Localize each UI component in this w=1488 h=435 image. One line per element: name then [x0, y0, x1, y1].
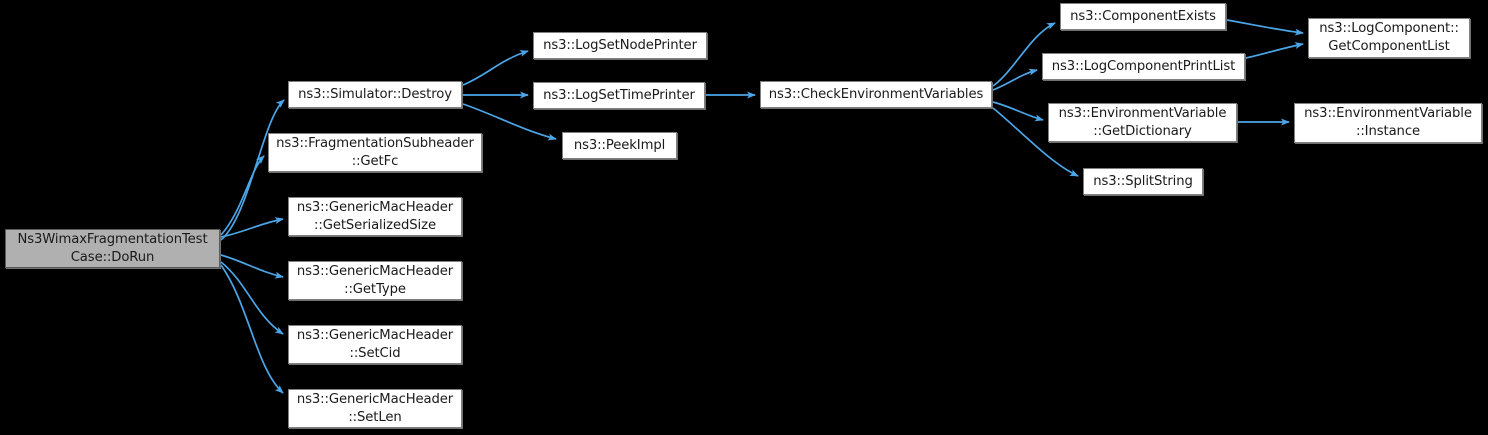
graph-edge-checkenv-to-printlist: [992, 68, 1038, 91]
graph-node-setlen[interactable]: ns3::GenericMacHeader ::SetLen: [288, 389, 462, 428]
graph-node-getserialized[interactable]: ns3::GenericMacHeader ::GetSerializedSiz…: [288, 197, 462, 236]
graph-node-componentexists[interactable]: ns3::ComponentExists: [1060, 3, 1226, 30]
graph-edge-destroy-to-lognodeprinter: [462, 50, 529, 86]
graph-edge-root-to-setcid: [220, 261, 284, 335]
graph-node-getcomplist[interactable]: ns3::LogComponent:: GetComponentList: [1308, 18, 1470, 58]
graph-node-label: ns3::GenericMacHeader ::SetLen: [296, 391, 454, 425]
graph-edge-root-to-setlen: [220, 264, 284, 394]
graph-node-label: ns3::GenericMacHeader ::SetCid: [296, 327, 454, 361]
graph-edge-root-to-gettype: [220, 254, 284, 279]
graph-node-label: ns3::GenericMacHeader ::GetSerializedSiz…: [296, 199, 454, 233]
graph-node-getdictionary[interactable]: ns3::EnvironmentVariable ::GetDictionary: [1048, 103, 1237, 142]
graph-node-label: ns3::LogSetNodePrinter: [543, 37, 697, 53]
graph-edge-componentexists-to-getcomplist: [1226, 19, 1304, 36]
graph-node-label: ns3::GenericMacHeader ::GetType: [296, 263, 454, 297]
graph-node-getfc[interactable]: ns3::FragmentationSubheader ::GetFc: [268, 133, 482, 172]
graph-node-label: ns3::CheckEnvironmentVariables: [768, 86, 984, 102]
graph-node-label: ns3::EnvironmentVariable ::Instance: [1304, 106, 1472, 139]
graph-edge-root-to-getfc: [220, 155, 265, 236]
graph-node-label: ns3::LogComponentPrintList: [1051, 58, 1236, 74]
graph-node-label: Ns3WimaxFragmentationTest Case::DoRun: [17, 231, 208, 265]
graph-node-label: ns3::LogComponent:: GetComponentList: [1319, 21, 1459, 54]
graph-node-label: ns3::EnvironmentVariable ::GetDictionary: [1058, 105, 1227, 139]
graph-edge-printlist-to-getcomplist: [1245, 42, 1304, 59]
graph-node-label: ns3::FragmentationSubheader ::GetFc: [276, 135, 474, 169]
graph-node-label: ns3::SplitString: [1093, 173, 1193, 189]
graph-edge-root-to-getserialized: [220, 217, 284, 238]
graph-node-label: ns3::PeekImpl: [573, 137, 666, 153]
graph-node-root[interactable]: Ns3WimaxFragmentationTest Case::DoRun: [5, 229, 220, 268]
graph-node-peekimpl[interactable]: ns3::PeekImpl: [562, 132, 677, 159]
graph-node-label: ns3::ComponentExists: [1070, 8, 1216, 24]
graph-node-printlist[interactable]: ns3::LogComponentPrintList: [1042, 53, 1245, 80]
graph-node-destroy[interactable]: ns3::Simulator::Destroy: [288, 81, 462, 108]
graph-node-gettype[interactable]: ns3::GenericMacHeader ::GetType: [288, 261, 462, 300]
graph-node-label: ns3::LogSetTimePrinter: [543, 87, 695, 103]
graph-node-checkenv[interactable]: ns3::CheckEnvironmentVariables: [760, 81, 992, 108]
graph-node-instance[interactable]: ns3::EnvironmentVariable ::Instance: [1294, 103, 1482, 143]
graph-node-setcid[interactable]: ns3::GenericMacHeader ::SetCid: [288, 325, 462, 364]
graph-node-logtimeprinter[interactable]: ns3::LogSetTimePrinter: [533, 82, 705, 109]
graph-node-lognodeprinter[interactable]: ns3::LogSetNodePrinter: [533, 32, 707, 59]
graph-node-label: ns3::Simulator::Destroy: [298, 86, 452, 102]
graph-node-splitstring[interactable]: ns3::SplitString: [1083, 168, 1203, 195]
graph-edge-checkenv-to-getdictionary: [992, 101, 1044, 122]
